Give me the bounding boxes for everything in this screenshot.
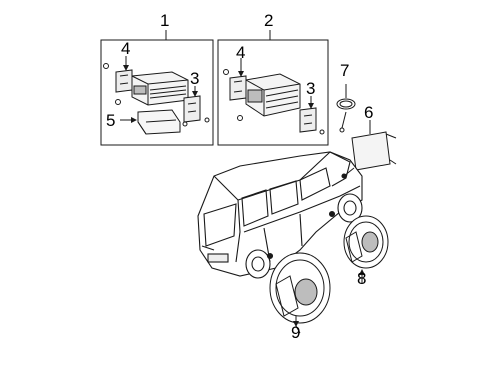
radio-unit-2 bbox=[245, 73, 301, 117]
bracket-1-4 bbox=[115, 69, 133, 93]
tray-1-5 bbox=[137, 109, 181, 135]
callout-3-box2: 3 bbox=[306, 79, 316, 98]
group-box-1 bbox=[100, 39, 214, 146]
callout-6: 6 bbox=[364, 103, 374, 122]
callout-7: 7 bbox=[340, 61, 350, 80]
group-box-2 bbox=[217, 39, 329, 146]
radio-unit-1 bbox=[131, 71, 189, 106]
speaker-9 bbox=[269, 252, 331, 327]
callout-8: 8 bbox=[357, 269, 367, 288]
callout-3-box1: 3 bbox=[190, 69, 200, 88]
callout-1: 1 bbox=[160, 11, 170, 30]
bracket-1-3 bbox=[183, 95, 201, 123]
callout-4-box2: 4 bbox=[236, 43, 246, 62]
callout-5: 5 bbox=[106, 111, 116, 130]
minivan bbox=[197, 151, 363, 279]
callout-2: 2 bbox=[264, 11, 274, 30]
module-6 bbox=[351, 120, 397, 171]
antenna-ring-7 bbox=[336, 84, 356, 133]
bracket-2-4 bbox=[229, 75, 247, 101]
callout-9: 9 bbox=[291, 323, 301, 342]
bracket-2-3 bbox=[299, 107, 317, 133]
speaker-8 bbox=[343, 215, 389, 284]
callout-4-box1: 4 bbox=[121, 39, 131, 58]
